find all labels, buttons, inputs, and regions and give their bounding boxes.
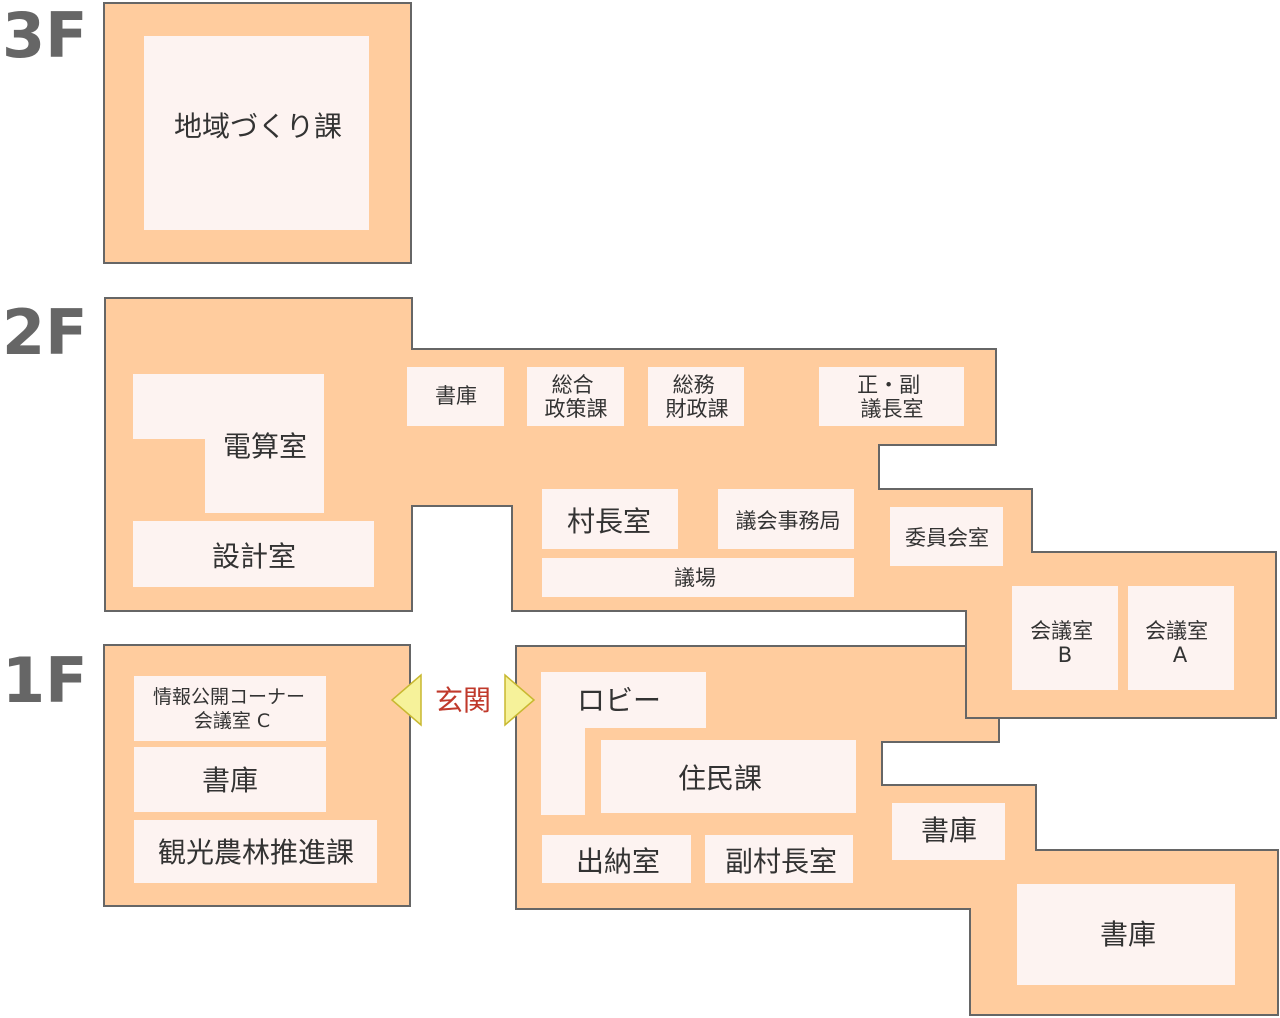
svg-text:書庫: 書庫 [921, 814, 977, 847]
floor-2f-outline [104, 297, 1277, 719]
label-sogo-line2: 政策課 [545, 397, 608, 421]
room-fukusoncho [705, 835, 853, 883]
room-shoko-2f [407, 367, 504, 426]
label-kaigi-a-line1: 会議室 [1145, 619, 1208, 643]
room-densan [133, 374, 324, 513]
label-kaigi-b-line1: 会議室 [1030, 619, 1093, 643]
label-gijo: 議場 [674, 566, 716, 590]
label-fukusoncho: 副村長室 [725, 845, 837, 878]
room-sekkei [133, 521, 374, 587]
entrance-left-arrow-icon [390, 673, 422, 727]
label-joho-line1: 情報公開コーナー [153, 686, 305, 708]
label-shoko-2f: 書庫 [435, 384, 477, 408]
svg-text:議会事務局: 議会事務局 [736, 509, 841, 533]
label-kaigi-b-line2: B [1058, 643, 1072, 667]
svg-text:電算室: 電算室 [223, 430, 307, 463]
label-joho-line2: 会議室 C [194, 710, 270, 732]
entrance-label: 玄関 [435, 684, 491, 717]
svg-text:会議室 A: 会議室 A [1145, 619, 1215, 667]
svg-text:設計室: 設計室 [212, 540, 296, 573]
svg-text:ロビー: ロビー [577, 684, 661, 717]
svg-text:書庫: 書庫 [1100, 918, 1156, 951]
svg-text:地域づくり課: 地域づくり課 [174, 110, 342, 143]
label-chiiki-zukuri: 地域づくり課 [174, 110, 342, 143]
label-somu-line1: 総務 [673, 373, 715, 397]
room-lobby [541, 672, 706, 815]
svg-text:書庫: 書庫 [435, 384, 477, 408]
label-iinkai: 委員会室 [905, 526, 989, 550]
room-kaigi-b [1012, 586, 1118, 690]
label-suito: 出納室 [576, 845, 660, 878]
room-shoko-1f-west [134, 747, 326, 812]
room-gikai-jimukyoku [718, 489, 854, 549]
label-soncho: 村長室 [567, 505, 651, 538]
room-jumin [601, 740, 856, 813]
room-gijo [542, 558, 854, 597]
label-somu-line2: 財政課 [666, 397, 729, 421]
svg-text:総合 政策課: 総合 政策課 [545, 373, 608, 421]
label-shoko-1f-southeast: 書庫 [1100, 918, 1156, 951]
room-chiiki-zukuri [144, 36, 369, 230]
room-shoko-1f-east [892, 803, 1005, 860]
label-shoko-1f-east: 書庫 [921, 814, 977, 847]
label-gicho-line2: 議長室 [861, 397, 924, 421]
svg-text:書庫: 書庫 [202, 764, 258, 797]
label-sogo-line1: 総合 [552, 373, 594, 397]
label-densan: 電算室 [223, 430, 307, 463]
room-suito [542, 835, 691, 883]
svg-text:情報公開コーナー 会議室 C: 情報公開コーナー 会議室 C [153, 686, 311, 732]
room-soncho [542, 489, 678, 549]
entrance-right-arrow-icon [504, 673, 536, 727]
label-gicho-line1: 正・副 [857, 373, 920, 397]
svg-text:観光農林推進課: 観光農林推進課 [158, 836, 354, 869]
room-gicho [819, 367, 964, 426]
floor-label-3f: 3F [2, 0, 88, 72]
label-shoko-1f-west: 書庫 [202, 764, 258, 797]
room-kanko-norin [134, 820, 377, 883]
label-lobby: ロビー [577, 684, 661, 717]
floor-label-2f: 2F [2, 296, 88, 369]
room-sogo-seisaku [527, 367, 624, 426]
floor-label-1f: 1F [2, 644, 88, 717]
svg-text:委員会室: 委員会室 [905, 526, 989, 550]
room-joho-kokai [134, 676, 326, 741]
room-iinkai [890, 507, 1003, 566]
svg-text:議場: 議場 [674, 566, 716, 590]
svg-text:住民課: 住民課 [678, 762, 762, 795]
label-kaigi-a-line2: A [1173, 643, 1188, 667]
label-gikai-jimukyoku: 議会事務局 [736, 509, 841, 533]
room-somu-zaisei [648, 367, 744, 426]
label-kanko-norin: 観光農林推進課 [158, 836, 354, 869]
room-shoko-1f-southeast [1017, 884, 1235, 985]
svg-text:出納室: 出納室 [576, 845, 660, 878]
room-kaigi-a [1128, 586, 1234, 690]
svg-text:正・副 議長室: 正・副 議長室 [857, 373, 927, 421]
label-jumin: 住民課 [678, 762, 762, 795]
svg-text:会議室 B: 会議室 B [1030, 619, 1100, 667]
label-sekkei: 設計室 [212, 540, 296, 573]
svg-text:総務 財政課: 総務 財政課 [666, 373, 729, 421]
svg-text:村長室: 村長室 [567, 505, 651, 538]
svg-text:副村長室: 副村長室 [725, 845, 837, 878]
